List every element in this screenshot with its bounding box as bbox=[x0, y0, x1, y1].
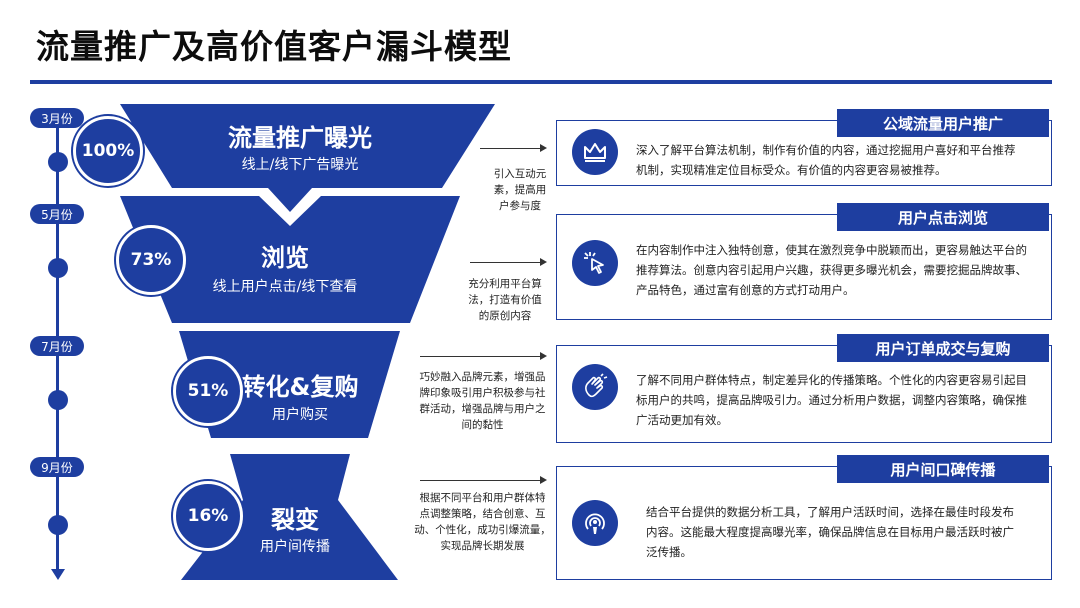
clap-hands-icon bbox=[572, 364, 618, 410]
card-tab-title: 用户间口碑传播 bbox=[837, 455, 1049, 483]
connector-arrow-icon bbox=[540, 476, 547, 484]
month-label: 9月份 bbox=[30, 457, 84, 477]
connector-arrow-icon bbox=[540, 144, 547, 152]
stage-subtitle: 线上用户点击/线下查看 bbox=[212, 279, 358, 295]
timeline-dot bbox=[48, 152, 68, 172]
card-description: 在内容制作中注入独特创意，使其在激烈竞争中脱颖而出，更容易触达平台的推荐算法。创… bbox=[636, 243, 1027, 297]
cursor-click-icon bbox=[572, 240, 618, 286]
stage-note: 根据不同平台和用户群体特点调整策略，结合创意、互动、个性化，成功引爆流量，实现品… bbox=[414, 492, 551, 552]
timeline-dot bbox=[48, 515, 68, 535]
connector-line bbox=[420, 480, 542, 481]
stage-subtitle: 线上/线下广告曝光 bbox=[241, 157, 359, 173]
stage-percent-badge: 100% bbox=[73, 116, 143, 186]
stage-subtitle: 用户间传播 bbox=[260, 539, 330, 555]
connector-line bbox=[470, 262, 542, 263]
page-title: 流量推广及高价值客户漏斗模型 bbox=[36, 27, 512, 66]
month-label: 7月份 bbox=[30, 336, 84, 356]
connector-line bbox=[420, 356, 542, 357]
broadcast-icon bbox=[572, 500, 618, 546]
info-card bbox=[556, 214, 1052, 320]
crown-icon bbox=[572, 129, 618, 175]
stage-note: 巧妙融入品牌元素，增强品牌印象吸引用户积极参与社群活动，增强品牌与用户之间的黏性 bbox=[419, 371, 546, 431]
stage-title: 转化&复购 bbox=[241, 373, 359, 401]
timeline-dot bbox=[48, 258, 68, 278]
funnel-stage-4-shape bbox=[181, 454, 398, 580]
funnel-diagram bbox=[120, 104, 495, 580]
card-description: 结合平台提供的数据分析工具，了解用户活跃时间，选择在最佳时段发布内容。这能最大程… bbox=[646, 505, 1014, 559]
card-tab-title: 用户订单成交与复购 bbox=[837, 334, 1049, 362]
title-underline bbox=[30, 80, 1052, 84]
stage-note: 充分利用平台算法，打造有价值的原创内容 bbox=[468, 278, 542, 322]
stage-percent-badge: 16% bbox=[173, 481, 243, 551]
info-card bbox=[556, 466, 1052, 580]
stage-title: 浏览 bbox=[261, 244, 309, 272]
stage-percent-badge: 73% bbox=[116, 225, 186, 295]
card-description: 深入了解平台算法机制，制作有价值的内容，通过挖掘用户喜好和平台推荐机制，实现精准… bbox=[636, 143, 1016, 177]
card-description: 了解不同用户群体特点，制定差异化的传播策略。个性化的内容更容易引起目标用户的共鸣… bbox=[636, 373, 1027, 427]
timeline-dot bbox=[48, 390, 68, 410]
card-tab-title: 公域流量用户推广 bbox=[837, 109, 1049, 137]
connector-line bbox=[480, 148, 542, 149]
month-label: 3月份 bbox=[30, 108, 84, 128]
month-label: 5月份 bbox=[30, 204, 84, 224]
connector-arrow-icon bbox=[540, 258, 547, 266]
connector-arrow-icon bbox=[540, 352, 547, 360]
stage-percent-badge: 51% bbox=[173, 356, 243, 426]
card-tab-title: 用户点击浏览 bbox=[837, 203, 1049, 231]
funnel-stage-1-shape bbox=[120, 104, 495, 212]
stage-subtitle: 用户购买 bbox=[272, 407, 328, 423]
funnel-stage-2-shape bbox=[120, 196, 460, 323]
stage-note: 引入互动元素，提高用户参与度 bbox=[493, 168, 547, 212]
stage-title: 裂变 bbox=[271, 506, 319, 534]
timeline-arrow-icon bbox=[51, 569, 65, 580]
stage-title: 流量推广曝光 bbox=[228, 124, 372, 152]
